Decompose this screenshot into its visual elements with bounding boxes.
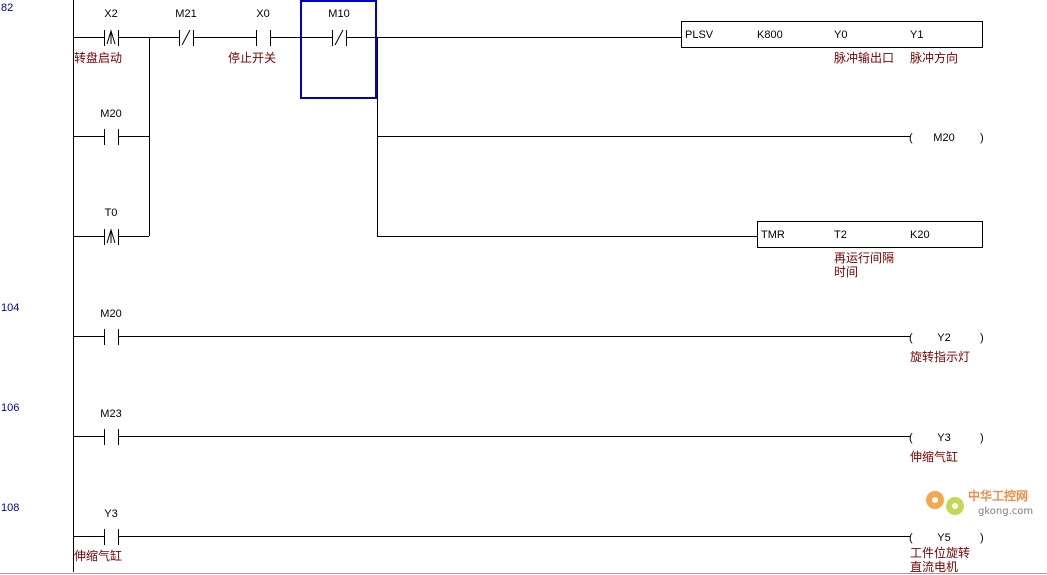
- svg-text:K20: K20: [910, 229, 930, 241]
- svg-text:(: (: [909, 332, 913, 344]
- svg-text:): ): [980, 532, 984, 544]
- contact-comment: 转盘启动: [74, 50, 122, 65]
- rung-106: M23 ( Y3 ) 伸缩气缸: [73, 408, 984, 464]
- contact-label: M10: [328, 8, 349, 20]
- operand-comment: 再运行间隔: [834, 251, 894, 265]
- contact-comment: 停止开关: [228, 50, 276, 65]
- watermark-brand: 中华工控网: [968, 488, 1028, 503]
- contact-x0-no[interactable]: [256, 30, 271, 46]
- step-number: 106: [1, 402, 19, 414]
- contact-label: M20: [100, 308, 121, 320]
- coil-comment: 工件位旋转: [910, 545, 970, 560]
- coil-y5[interactable]: ( Y5 ): [909, 532, 984, 544]
- contact-comment: 伸缩气缸: [74, 548, 122, 563]
- step-number: 82: [1, 2, 13, 14]
- instruction-tmr[interactable]: TMR T2 K20: [757, 221, 983, 248]
- svg-text:): ): [980, 332, 984, 344]
- coil-m20[interactable]: ( M20 ): [909, 132, 984, 144]
- svg-text:M20: M20: [933, 132, 954, 144]
- watermark-domain: gkong.com: [978, 506, 1033, 517]
- contact-label: M23: [100, 408, 121, 420]
- operand-comment: 时间: [834, 265, 858, 279]
- step-number: 108: [1, 502, 19, 514]
- contact-label: X2: [104, 8, 117, 20]
- coil-y3[interactable]: ( Y3 ): [909, 432, 984, 444]
- contact-m10-nc[interactable]: [332, 29, 347, 46]
- contact-x2-rising-edge[interactable]: [104, 29, 119, 46]
- step-number: 104: [1, 302, 19, 314]
- contact-m20-no[interactable]: [104, 129, 119, 145]
- contact-label: Y3: [104, 508, 117, 520]
- rung-82: X2 转盘启动 M21 X0 停止开关 M10 M20 T0: [73, 0, 984, 279]
- contact-m21-nc[interactable]: [179, 29, 194, 46]
- operand-comment: 脉冲输出口: [834, 50, 894, 65]
- svg-text:(: (: [909, 132, 913, 144]
- watermark-logo: 中华工控网 gkong.com: [926, 488, 1033, 517]
- svg-text:): ): [980, 432, 984, 444]
- svg-text:): ): [980, 132, 984, 144]
- coil-y2[interactable]: ( Y2 ): [909, 332, 984, 344]
- coil-comment: 旋转指示灯: [910, 349, 970, 364]
- contact-label: T0: [105, 207, 118, 219]
- contact-t0-rising-edge[interactable]: [104, 228, 119, 245]
- contact-m20-no[interactable]: [104, 329, 119, 345]
- svg-text:Y3: Y3: [937, 432, 950, 444]
- selection-cursor: [300, 0, 377, 99]
- svg-text:Y2: Y2: [937, 332, 950, 344]
- svg-text:T2: T2: [834, 229, 847, 241]
- contact-label: M20: [100, 108, 121, 120]
- svg-text:K800: K800: [757, 29, 783, 41]
- svg-text:(: (: [909, 432, 913, 444]
- svg-text:(: (: [909, 532, 913, 544]
- contact-label: X0: [256, 8, 269, 20]
- operand-comment: 脉冲方向: [910, 50, 958, 65]
- contact-label: M21: [175, 8, 196, 20]
- coil-comment: 直流电机: [910, 560, 958, 574]
- instruction-plsv[interactable]: PLSV K800 Y0 Y1: [681, 21, 983, 48]
- svg-text:PLSV: PLSV: [685, 29, 714, 41]
- svg-text:TMR: TMR: [761, 229, 785, 241]
- svg-text:Y1: Y1: [910, 29, 923, 41]
- rung-108: Y3 伸缩气缸 ( Y5 ) 工件位旋转 直流电机: [73, 508, 984, 574]
- contact-y3-no[interactable]: [104, 529, 119, 545]
- svg-text:Y5: Y5: [937, 532, 950, 544]
- contact-m23-no[interactable]: [104, 429, 119, 445]
- coil-comment: 伸缩气缸: [910, 449, 958, 464]
- rung-104: M20 ( Y2 ) 旋转指示灯: [73, 308, 984, 364]
- svg-text:Y0: Y0: [834, 29, 847, 41]
